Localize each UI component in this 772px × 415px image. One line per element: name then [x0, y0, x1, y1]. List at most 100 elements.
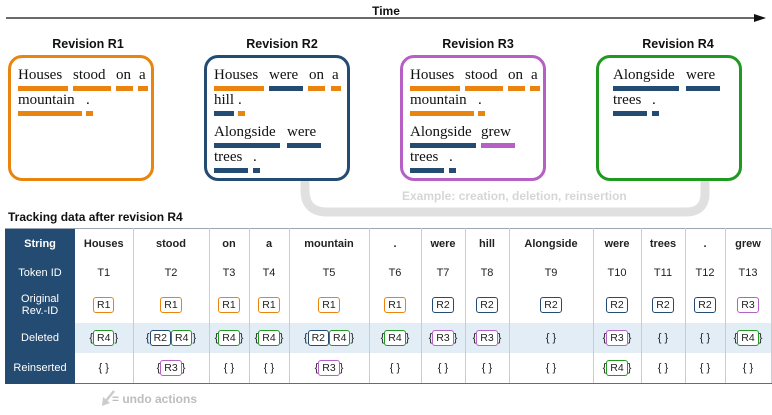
revision-chip: R3 [160, 360, 182, 376]
revision-r4-box: Alongside were trees . [596, 55, 742, 181]
revision-r2-title: Revision R2 [246, 37, 318, 51]
original-rev-cell: R3 [725, 287, 772, 323]
set: { } [657, 332, 669, 344]
set: { } [545, 332, 557, 344]
set: { } [742, 362, 754, 374]
token-stood: stood [73, 67, 106, 83]
deleted-cell: { } [509, 323, 594, 353]
token-id-cell: T8 [465, 259, 510, 287]
set: {R3} [472, 330, 502, 346]
token-id-cell: T5 [289, 259, 370, 287]
row-label-token-id: Token ID [5, 259, 75, 287]
revision-chip: R4 [171, 330, 193, 346]
row-label-reinserted: Reinserted [5, 353, 75, 384]
revision-r4-title: Revision R4 [642, 37, 714, 51]
column-string: were [593, 228, 642, 259]
reinserted-cell: { } [421, 353, 466, 384]
column-string: were [421, 228, 466, 259]
token-bar [410, 168, 444, 173]
revision-r2-box: Houses were on a hill . Alongside were t… [204, 55, 350, 181]
token-bar [214, 86, 264, 91]
column-string: hill [465, 228, 510, 259]
set: { } [545, 362, 557, 374]
set: { } [699, 362, 711, 374]
original-rev-cell: R2 [685, 287, 726, 323]
token-stood: stood [465, 67, 498, 83]
original-rev-cell: R1 [133, 287, 210, 323]
revision-r3-title: Revision R3 [442, 37, 514, 51]
revision-chip: R1 [160, 297, 182, 313]
revision-r1-box: Houses stood on a mountain . [8, 55, 154, 181]
revision-chip: R1 [384, 297, 406, 313]
column-string: mountain [289, 228, 370, 259]
reinserted-cell: {R3} [133, 353, 210, 384]
reinserted-cell: { } [509, 353, 594, 384]
deleted-cell: {R3} [421, 323, 466, 353]
revision-chip: R4 [218, 330, 240, 346]
set: { } [98, 362, 109, 374]
revision-chip: R4 [258, 330, 280, 346]
set: { } [437, 362, 449, 374]
example-label: Example: creation, deletion, reinsertion [402, 189, 627, 203]
revision-chip: R2 [307, 330, 329, 346]
token-bar [478, 111, 485, 116]
column-string: Houses [75, 228, 134, 259]
token-bar [287, 143, 321, 148]
token-were: were [287, 124, 317, 140]
token-alongside: Alongside [410, 124, 472, 140]
token-bar [686, 86, 720, 91]
token-bar [410, 86, 460, 91]
original-rev-cell: R1 [289, 287, 370, 323]
revision-chip: R3 [737, 297, 759, 313]
token-were: were [686, 67, 716, 83]
time-label: Time [372, 4, 400, 18]
set: {R4} [602, 360, 632, 376]
original-rev-cell: R2 [641, 287, 686, 323]
revision-chip: R4 [93, 330, 115, 346]
revision-chip: R4 [606, 360, 628, 376]
timeline-arrow [6, 14, 766, 22]
revision-chip: R2 [652, 297, 674, 313]
original-rev-cell: R2 [593, 287, 642, 323]
token-bar [116, 86, 133, 91]
deleted-cell: { } [685, 323, 726, 353]
token-a: a [139, 67, 146, 83]
token-bar [214, 168, 248, 173]
token-trees: trees [410, 149, 439, 165]
original-rev-cell: R2 [509, 287, 594, 323]
deleted-cell: { } [641, 323, 686, 353]
set: {R4} [254, 330, 284, 346]
token-bar [18, 111, 82, 116]
deleted-cell: {R4} [249, 323, 290, 353]
original-rev-cell: R2 [421, 287, 466, 323]
token-bar [481, 143, 515, 148]
token-houses: Houses [410, 67, 455, 83]
revision-r3-box: Houses stood on a mountain . Alongside g… [400, 55, 546, 181]
token-id-cell: T2 [133, 259, 210, 287]
undo-legend-label: = undo actions [112, 392, 198, 406]
deleted-cell: {R3} [593, 323, 642, 353]
token-hill: hill [214, 92, 235, 108]
set: {R3} [156, 360, 186, 376]
reinserted-cell: { } [725, 353, 772, 384]
token-bar [308, 86, 325, 91]
token-bar [465, 86, 503, 91]
set: { } [263, 362, 275, 374]
token-houses: Houses [214, 67, 259, 83]
revision-chip: R1 [93, 297, 115, 313]
revision-chip: R4 [329, 330, 351, 346]
revision-chip: R1 [218, 297, 240, 313]
set: { } [481, 362, 493, 374]
revision-chip: R2 [432, 297, 454, 313]
revision-r1-title: Revision R1 [52, 37, 124, 51]
column-string: Alongside [509, 228, 594, 259]
row-label-line: Rev.-ID [21, 305, 59, 317]
revision-chip: R4 [384, 330, 406, 346]
token-were: were [269, 67, 299, 83]
token-id-cell: T9 [509, 259, 594, 287]
token-bar [331, 86, 341, 91]
revision-chip: R3 [476, 330, 498, 346]
